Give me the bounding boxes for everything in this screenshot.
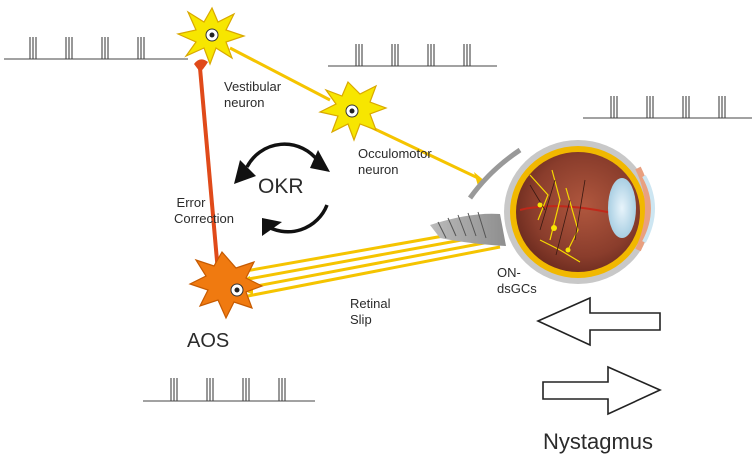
occulomotor-neuron-label: Occulomotor neuron [358,146,432,178]
error-label-line2: Correction [174,211,234,226]
spike-train-bottom [143,378,315,402]
ondsgc-label-line1: ON- [497,265,521,280]
error-correction-label: Error Correction [162,195,234,227]
occulomotor-label-line2: neuron [358,162,399,177]
spike-train-top-middle [328,44,497,67]
error-label-line1: Error [176,195,206,210]
retinal-label-line2: Slip [350,312,372,327]
aos-neuron [188,250,264,320]
spike-train-top-left [4,37,188,60]
optic-nerve [430,147,522,246]
nystagmus-left-arrow [536,296,661,347]
vestibular-neuron [176,6,246,66]
okr-cycle-arrows [245,142,329,234]
vestibular-label-line1: Vestibular [224,79,282,94]
spike-train-right [583,96,752,119]
vestibular-axon [229,46,479,180]
nystagmus-right-arrow [542,365,662,416]
error-correction-axon [194,59,220,273]
occulomotor-neuron [318,80,388,142]
ondsgc-label-line2: dsGCs [497,281,537,296]
okr-arrowheads [234,150,330,236]
vestibular-label-line2: neuron [224,95,265,110]
vestibular-neuron-label: Vestibular neuron [224,79,281,111]
aos-label: AOS [187,330,230,352]
okr-label: OKR [258,175,304,198]
nystagmus-label: Nystagmus [543,429,654,454]
occulomotor-label-line1: Occulomotor [358,146,432,161]
ondsgc-label: ON- dsGCs [497,265,537,297]
eye [504,140,655,284]
retinal-slip-label: Retinal Slip [350,296,390,328]
retinal-label-line1: Retinal [350,296,391,311]
